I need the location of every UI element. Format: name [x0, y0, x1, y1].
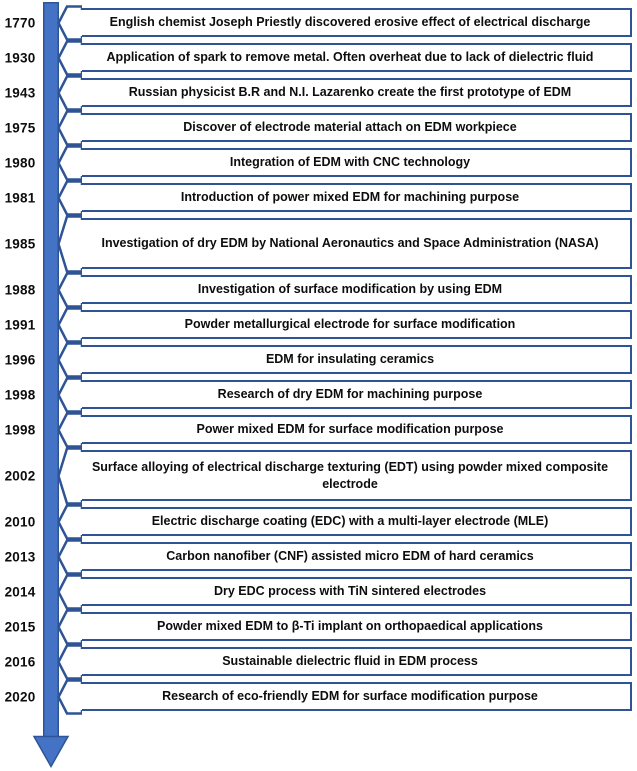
timeline-row: 2002 Surface alloying of electrical disc…: [5, 446, 632, 505]
banner-tail-icon: [57, 179, 82, 216]
event-text: English chemist Joseph Priestly discover…: [82, 8, 632, 37]
event-text: Powder metallurgical electrode for surfa…: [82, 310, 632, 339]
timeline-row: 2014 Dry EDC process with TiN sintered e…: [5, 573, 632, 610]
banner-tail-icon: [57, 109, 82, 146]
banner-tail-icon: [57, 446, 82, 505]
year-label: 1975: [4, 120, 36, 135]
year-label: 2015: [4, 619, 36, 634]
timeline-row: 1975 Discover of electrode material atta…: [5, 109, 632, 146]
event-text: Sustainable dielectric fluid in EDM proc…: [82, 647, 632, 676]
timeline-row: 1930 Application of spark to remove meta…: [5, 39, 632, 76]
timeline-row: 2020 Research of eco-friendly EDM for su…: [5, 678, 632, 715]
banner-tail-icon: [57, 503, 82, 540]
banner-tail-icon: [57, 271, 82, 308]
event-text: Investigation of surface modification by…: [82, 275, 632, 304]
year-label: 2013: [4, 549, 36, 564]
year-label: 1991: [4, 317, 36, 332]
year-label: 1770: [4, 15, 36, 30]
event-banner: Introduction of power mixed EDM for mach…: [57, 179, 632, 216]
timeline-arrowhead-icon: [32, 735, 70, 769]
banner-tail-icon: [57, 4, 82, 41]
banner-tail-icon: [57, 214, 82, 273]
event-text: Discover of electrode material attach on…: [82, 113, 632, 142]
event-text: Integration of EDM with CNC technology: [82, 148, 632, 177]
event-banner: Application of spark to remove metal. Of…: [57, 39, 632, 76]
timeline-arrow: [32, 2, 70, 769]
event-text: Investigation of dry EDM by National Aer…: [82, 218, 632, 269]
banner-tail-icon: [57, 144, 82, 181]
event-banner: Russian physicist B.R and N.I. Lazarenko…: [57, 74, 632, 111]
banner-tail-icon: [57, 538, 82, 575]
banner-tail-icon: [57, 608, 82, 645]
year-label: 1930: [4, 50, 36, 65]
year-label: 2010: [4, 514, 36, 529]
year-label: 1985: [4, 236, 36, 251]
timeline-row: 2010 Electric discharge coating (EDC) wi…: [5, 503, 632, 540]
event-banner: Research of eco-friendly EDM for surface…: [57, 678, 632, 715]
timeline-row: 2016 Sustainable dielectric fluid in EDM…: [5, 643, 632, 680]
year-label: 2002: [4, 468, 36, 483]
year-label: 1998: [4, 422, 36, 437]
banner-tail-icon: [57, 341, 82, 378]
timeline-row: 1943 Russian physicist B.R and N.I. Laza…: [5, 74, 632, 111]
event-text: Power mixed EDM for surface modification…: [82, 415, 632, 444]
year-label: 1996: [4, 352, 36, 367]
timeline-row: 1998 Power mixed EDM for surface modific…: [5, 411, 632, 448]
event-text: Russian physicist B.R and N.I. Lazarenko…: [82, 78, 632, 107]
year-label: 1980: [4, 155, 36, 170]
event-text: Dry EDC process with TiN sintered electr…: [82, 577, 632, 606]
timeline-row: 1996 EDM for insulating ceramics: [5, 341, 632, 378]
event-banner: Surface alloying of electrical discharge…: [57, 446, 632, 505]
event-text: Powder mixed EDM to β-Ti implant on orth…: [82, 612, 632, 641]
timeline-row: 1985 Investigation of dry EDM by Nationa…: [5, 214, 632, 273]
event-banner: Electric discharge coating (EDC) with a …: [57, 503, 632, 540]
event-banner: Sustainable dielectric fluid in EDM proc…: [57, 643, 632, 680]
year-label: 2014: [4, 584, 36, 599]
timeline-row: 2015 Powder mixed EDM to β-Ti implant on…: [5, 608, 632, 645]
banner-tail-icon: [57, 376, 82, 413]
event-text: Surface alloying of electrical discharge…: [82, 450, 632, 501]
banner-tail-icon: [57, 411, 82, 448]
event-banner: Power mixed EDM for surface modification…: [57, 411, 632, 448]
banner-tail-icon: [57, 678, 82, 715]
event-banner: Dry EDC process with TiN sintered electr…: [57, 573, 632, 610]
timeline-row: 1981 Introduction of power mixed EDM for…: [5, 179, 632, 216]
event-banner: Powder mixed EDM to β-Ti implant on orth…: [57, 608, 632, 645]
year-label: 1981: [4, 190, 36, 205]
event-banner: English chemist Joseph Priestly discover…: [57, 4, 632, 41]
year-label: 1998: [4, 387, 36, 402]
event-banner: Research of dry EDM for machining purpos…: [57, 376, 632, 413]
timeline-row: 1770 English chemist Joseph Priestly dis…: [5, 4, 632, 41]
event-text: Application of spark to remove metal. Of…: [82, 43, 632, 72]
event-text: Electric discharge coating (EDC) with a …: [82, 507, 632, 536]
event-banner: Powder metallurgical electrode for surfa…: [57, 306, 632, 343]
event-text: Research of dry EDM for machining purpos…: [82, 380, 632, 409]
banner-tail-icon: [57, 74, 82, 111]
timeline-row: 1991 Powder metallurgical electrode for …: [5, 306, 632, 343]
event-text: Carbon nanofiber (CNF) assisted micro ED…: [82, 542, 632, 571]
timeline-row: 2013 Carbon nanofiber (CNF) assisted mic…: [5, 538, 632, 575]
year-label: 2016: [4, 654, 36, 669]
event-banner: Integration of EDM with CNC technology: [57, 144, 632, 181]
banner-tail-icon: [57, 306, 82, 343]
event-text: Introduction of power mixed EDM for mach…: [82, 183, 632, 212]
timeline-rows: 1770 English chemist Joseph Priestly dis…: [5, 4, 632, 715]
timeline-row: 1980 Integration of EDM with CNC technol…: [5, 144, 632, 181]
year-label: 2020: [4, 689, 36, 704]
year-label: 1943: [4, 85, 36, 100]
timeline-row: 1988 Investigation of surface modificati…: [5, 271, 632, 308]
event-banner: Discover of electrode material attach on…: [57, 109, 632, 146]
event-banner: EDM for insulating ceramics: [57, 341, 632, 378]
banner-tail-icon: [57, 39, 82, 76]
event-banner: Investigation of surface modification by…: [57, 271, 632, 308]
year-label: 1988: [4, 282, 36, 297]
event-banner: Carbon nanofiber (CNF) assisted micro ED…: [57, 538, 632, 575]
banner-tail-icon: [57, 643, 82, 680]
timeline-row: 1998 Research of dry EDM for machining p…: [5, 376, 632, 413]
event-text: EDM for insulating ceramics: [82, 345, 632, 374]
event-text: Research of eco-friendly EDM for surface…: [82, 682, 632, 711]
banner-tail-icon: [57, 573, 82, 610]
event-banner: Investigation of dry EDM by National Aer…: [57, 214, 632, 273]
